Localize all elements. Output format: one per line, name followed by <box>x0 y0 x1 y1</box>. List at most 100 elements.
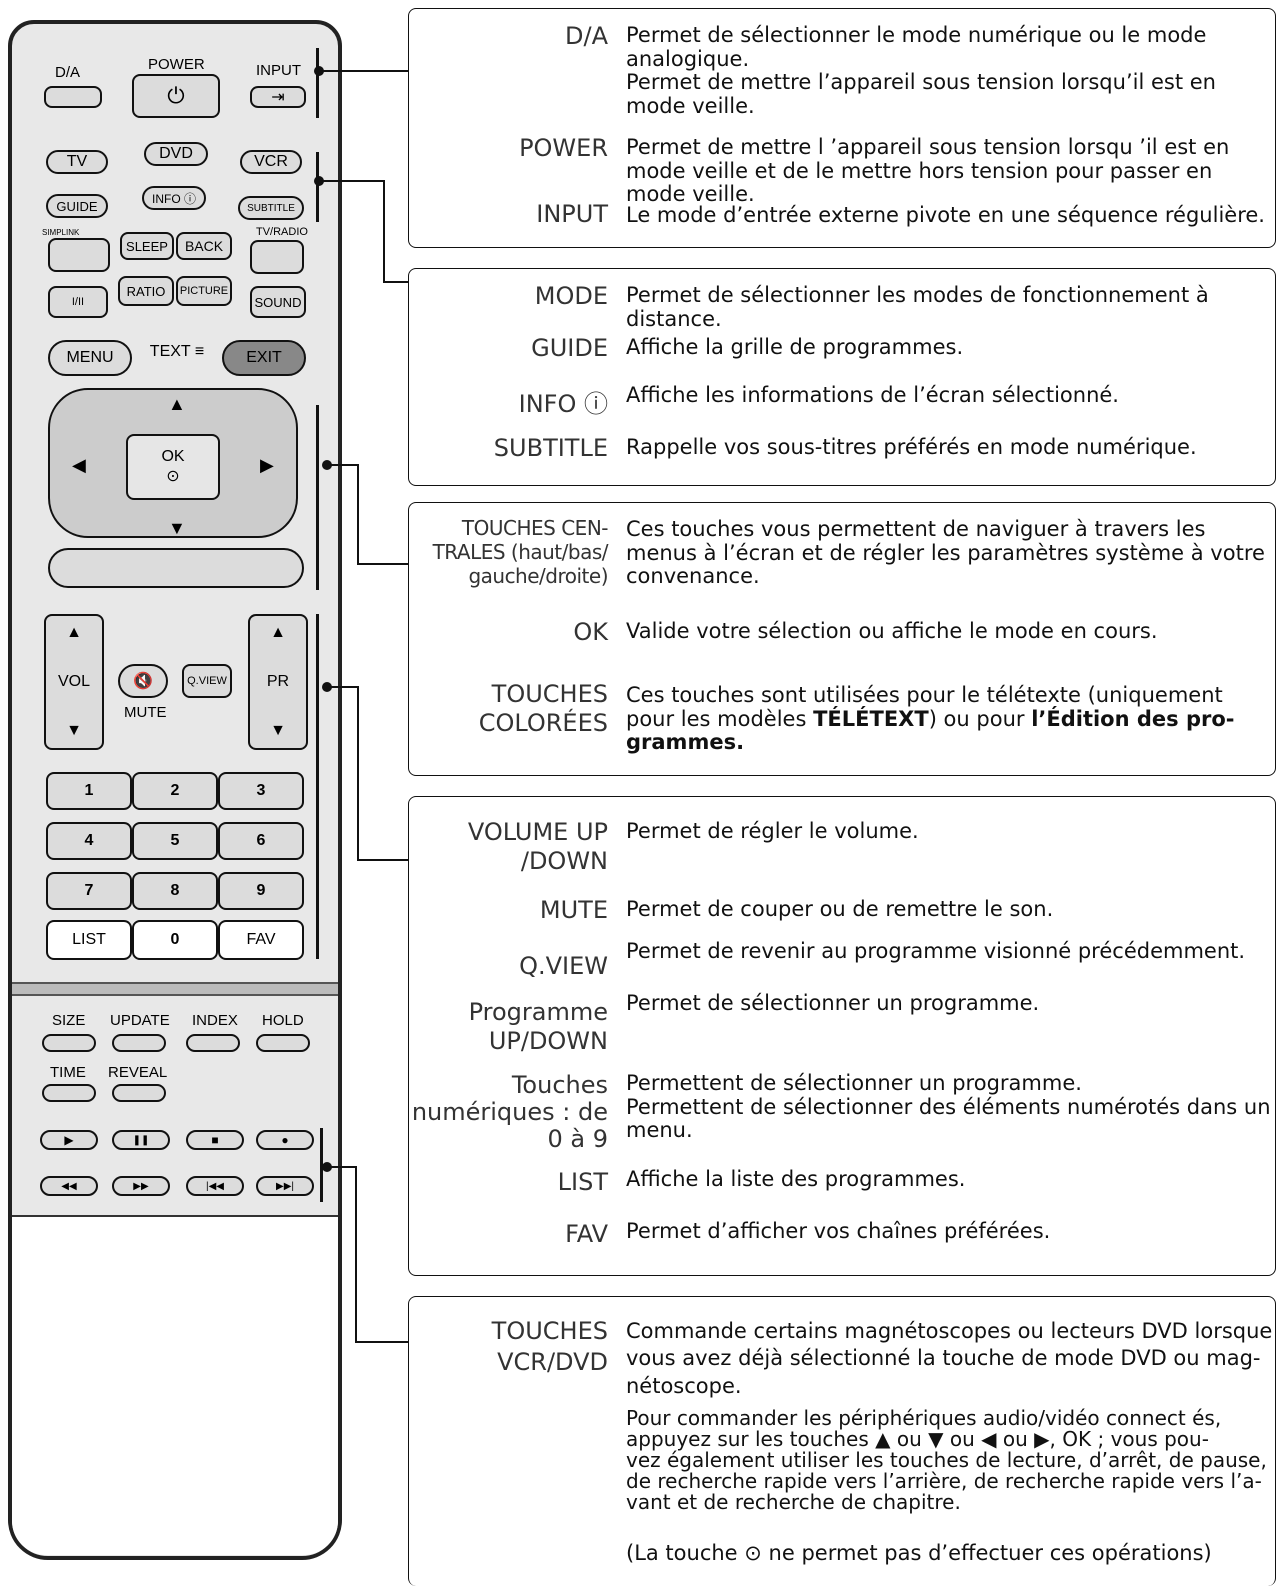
prev-chapter-button[interactable]: |◀◀ <box>186 1176 244 1196</box>
desc-mute: Permet de couper ou de remettre le son. <box>626 897 1054 921</box>
connector-dot <box>314 176 324 186</box>
num-1-button[interactable]: 1 <box>46 772 132 810</box>
num-5-button[interactable]: 5 <box>132 822 218 860</box>
connector-dot <box>322 460 332 470</box>
key-qview: Q.VIEW <box>519 952 608 980</box>
simplink-label: SIMPLINK <box>42 228 80 237</box>
num-7-button[interactable]: 7 <box>46 872 132 910</box>
index-button[interactable] <box>186 1034 240 1052</box>
ok-label: OK <box>161 448 185 465</box>
connector-line <box>320 70 408 72</box>
num-2-button[interactable]: 2 <box>132 772 218 810</box>
input-button[interactable]: ⇥ <box>250 86 306 108</box>
ratio-button[interactable]: RATIO <box>118 276 174 306</box>
num-3-button[interactable]: 3 <box>218 772 304 810</box>
time-label: TIME <box>50 1064 86 1081</box>
section-box-navigation <box>408 502 1276 776</box>
desc-numeric: Permettent de sélectionner un programme.… <box>626 1071 1271 1143</box>
play-button[interactable]: ▶ <box>40 1130 98 1150</box>
down-arrow-icon[interactable]: ▼ <box>168 518 186 538</box>
picture-button[interactable]: PICTURE <box>176 276 232 306</box>
connector-line <box>357 859 408 861</box>
rewind-button[interactable]: ◀◀ <box>40 1176 98 1196</box>
menu-button[interactable]: MENU <box>48 340 132 376</box>
key-power: POWER <box>519 134 608 162</box>
desc-center-keys: Ces touches vous permettent de naviguer … <box>626 517 1265 589</box>
tvradio-label: TV/RADIO <box>256 226 308 238</box>
desc-ok: Valide votre sélection ou affiche le mod… <box>626 619 1158 643</box>
reveal-button[interactable] <box>112 1084 166 1102</box>
stop-button[interactable]: ■ <box>186 1130 244 1150</box>
simplink-button[interactable] <box>48 238 110 272</box>
vol-rocker[interactable]: ▲ VOL ▼ <box>44 614 104 750</box>
vol-up-icon: ▲ <box>66 624 82 641</box>
connector-bracket <box>316 614 319 959</box>
qview-button[interactable]: Q.VIEW <box>182 664 232 698</box>
num-9-button[interactable]: 9 <box>218 872 304 910</box>
power-button[interactable]: ⏻ <box>132 74 220 118</box>
tv-button[interactable]: TV <box>46 150 108 174</box>
ok-button[interactable]: OK ⊙ <box>126 434 220 500</box>
exit-button[interactable]: EXIT <box>222 340 306 376</box>
rec-button[interactable]: ● <box>256 1130 314 1150</box>
up-arrow-icon[interactable]: ▲ <box>168 394 186 414</box>
update-button[interactable] <box>112 1034 166 1052</box>
key-volume: VOLUME UP /DOWN <box>467 818 608 875</box>
right-arrow-icon[interactable]: ▶ <box>260 455 274 475</box>
desc-qview: Permet de revenir au programme visionné … <box>626 939 1246 963</box>
ff-button[interactable]: ▶▶ <box>112 1176 170 1196</box>
key-list: LIST <box>557 1168 608 1196</box>
power-label: POWER <box>148 56 205 73</box>
ii-button[interactable]: I/II <box>48 286 108 318</box>
pr-down-icon: ▼ <box>270 722 286 739</box>
connector-dot <box>314 66 324 76</box>
key-mode: MODE <box>534 282 608 310</box>
color-keys[interactable] <box>48 548 304 588</box>
list-button[interactable]: LIST <box>46 920 132 960</box>
desc-guide: Affiche la grille de programmes. <box>626 335 964 359</box>
dvd-button[interactable]: DVD <box>144 142 208 166</box>
num-4-button[interactable]: 4 <box>46 822 132 860</box>
desc-color-keys-c: ) ou pour <box>928 706 1032 731</box>
key-da: D/A <box>565 22 608 50</box>
vcr-button[interactable]: VCR <box>240 150 302 174</box>
size-button[interactable] <box>42 1034 96 1052</box>
input-label: INPUT <box>256 62 301 79</box>
num-6-button[interactable]: 6 <box>218 822 304 860</box>
time-button[interactable] <box>42 1084 96 1102</box>
connector-dot <box>322 1162 332 1172</box>
connector-bracket <box>316 405 319 590</box>
desc-color-keys-b: TÉLÉTEXT <box>813 706 929 731</box>
pause-button[interactable]: ❚❚ <box>112 1130 170 1150</box>
ok-circle-icon: ⊙ <box>166 468 180 485</box>
num-8-button[interactable]: 8 <box>132 872 218 910</box>
key-mute: MUTE <box>539 896 608 924</box>
back-button[interactable]: BACK <box>176 232 232 260</box>
sleep-button[interactable]: SLEEP <box>120 232 174 260</box>
mute-button[interactable]: 🔇 <box>118 664 168 698</box>
connector-line <box>328 686 358 688</box>
pr-rocker[interactable]: ▲ PR ▼ <box>248 614 308 750</box>
subtitle-button[interactable]: SUBTITLE <box>238 196 304 220</box>
left-arrow-icon[interactable]: ◀ <box>72 455 86 475</box>
pr-up-icon: ▲ <box>270 624 286 641</box>
desc-color-keys-a: Ces touches sont utilisées pour le télét… <box>626 683 1223 731</box>
remote-lower-panel <box>12 1215 338 1555</box>
desc-vcr-dvd-2: Pour commander les périphériques audio/v… <box>626 1406 1267 1514</box>
da-button[interactable] <box>44 86 102 108</box>
sound-button[interactable]: SOUND <box>250 286 306 318</box>
section-box-volume <box>408 796 1276 1276</box>
desc-fav: Permet d’afficher vos chaînes préférées. <box>626 1219 1051 1243</box>
info-button[interactable]: INFO ⓘ <box>142 186 206 210</box>
key-color-keys: TOUCHES COLORÉES <box>478 680 608 737</box>
tvradio-button[interactable] <box>250 240 304 274</box>
hold-button[interactable] <box>256 1034 310 1052</box>
connector-line <box>328 1166 356 1168</box>
mute-label: MUTE <box>124 704 167 721</box>
text-button[interactable]: TEXT ≡ <box>149 343 205 360</box>
power-icon: ⏻ <box>167 83 185 108</box>
num-0-button[interactable]: 0 <box>132 920 218 960</box>
next-chapter-button[interactable]: ▶▶| <box>256 1176 314 1196</box>
guide-button[interactable]: GUIDE <box>46 194 108 218</box>
fav-button[interactable]: FAV <box>218 920 304 960</box>
